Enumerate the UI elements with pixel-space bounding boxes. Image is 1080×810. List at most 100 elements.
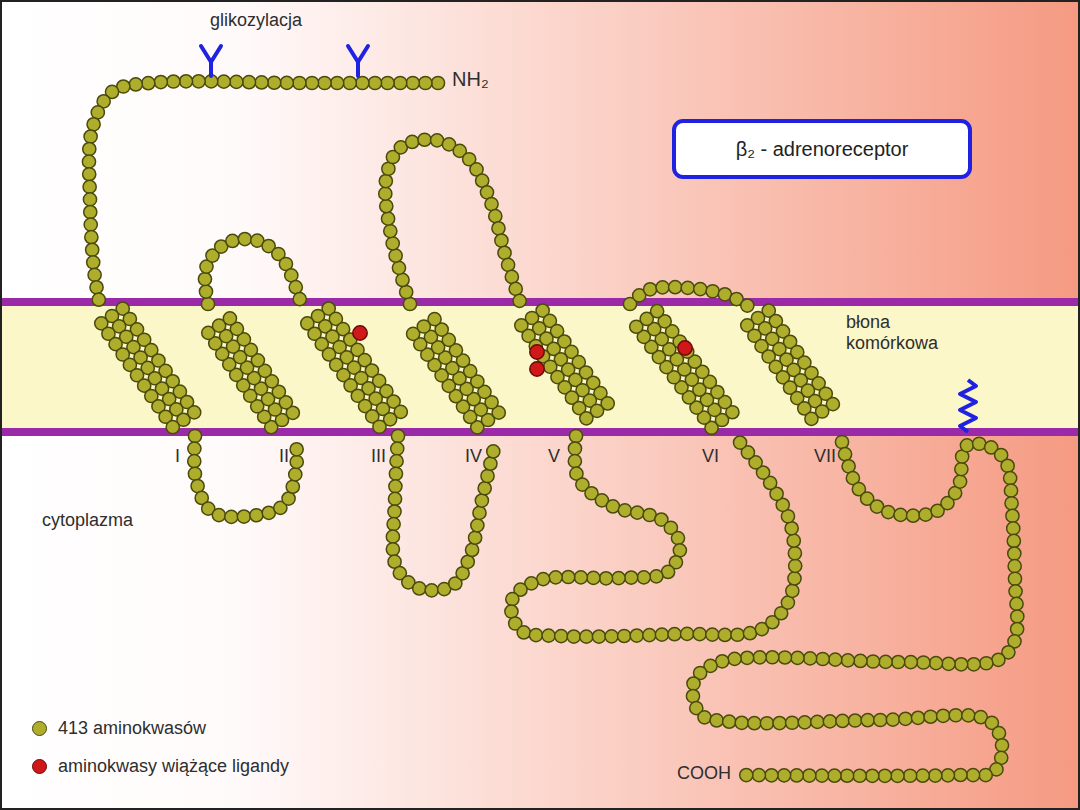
amino-acid-bead [718,628,731,641]
amino-acid-bead [90,281,103,294]
amino-acid-bead [916,769,929,782]
region-label: cytoplazma [42,510,133,531]
amino-acid-bead [829,653,842,666]
amino-acid-bead [505,605,518,618]
amino-acid-bead [142,77,155,90]
amino-acid-bead [495,234,508,247]
amino-acid-bead [387,517,400,530]
amino-acid-bead [798,716,811,729]
amino-acid-bead [413,582,426,595]
amino-acid-bead [668,628,681,641]
amino-acid-bead [83,193,96,206]
legend-swatch [32,721,47,736]
glycan-symbol [348,46,368,76]
amino-acid-bead [790,769,803,782]
amino-acid-bead [529,629,542,642]
amino-acid-bead [803,769,816,782]
amino-acid-bead [643,629,656,642]
amino-acid-bead [723,715,736,728]
amino-acid-bead [192,75,205,88]
amino-acid-bead [911,711,924,724]
amino-acid-bead [791,651,804,664]
amino-acid-bead [804,652,817,665]
amino-acid-bead [517,626,530,639]
amino-acid-bead [861,714,874,727]
amino-acid-bead [386,237,399,250]
amino-acid-bead [625,571,638,584]
amino-acid-bead [785,522,798,535]
amino-acid-bead [656,281,669,294]
amino-acid-bead [848,714,861,727]
amino-acid-bead [465,543,478,556]
amino-acid-bead [289,468,302,481]
amino-acid-bead [212,509,225,522]
amino-acid-bead [167,75,180,88]
amino-acid-bead [394,76,407,89]
helix-number: II [279,446,289,467]
amino-acid-bead [651,305,664,318]
amino-acid-bead [1007,522,1020,535]
amino-acid-bead [836,714,849,727]
amino-acid-bead [431,76,444,89]
terminus-label: NH₂ [452,68,489,91]
amino-acid-bead [513,294,526,307]
amino-acid-bead [1004,471,1017,484]
amino-acid-bead [835,435,848,448]
membrane-core [0,306,1080,430]
amino-acid-bead [428,313,441,326]
amino-acid-bead [1009,585,1022,598]
amino-acid-bead [484,457,497,470]
amino-acid-bead [706,285,719,298]
amino-acid-bead [468,531,481,544]
amino-acid-bead [786,584,799,597]
amino-acid-bead [567,630,580,643]
amino-acid-bead [242,76,255,89]
amino-acid-bead [1004,484,1017,497]
amino-acid-bead [644,283,657,296]
amino-acid-bead [942,657,955,670]
ligand-binding-bead [678,341,692,355]
amino-acid-bead [879,655,892,668]
amino-acid-bead [1011,610,1024,623]
amino-acid-bead [853,769,866,782]
amino-acid-bead [631,506,644,519]
amino-acid-bead [384,224,397,237]
amino-acid-bead [953,475,966,488]
amino-acid-bead [681,627,694,640]
amino-acid-bead [733,436,746,449]
legend-text: 413 aminokwasów [58,718,206,739]
glycosylation-symbols [201,46,368,76]
amino-acid-bead [238,232,251,245]
amino-acid-bead [293,76,306,89]
amino-acid-bead [904,655,917,668]
amino-acid-bead [419,76,432,89]
amino-acid-bead [937,709,950,722]
amino-acid-bead [854,654,867,667]
amino-acid-bead [293,293,306,306]
amino-acid-bead [992,727,1005,740]
amino-acid-bead [255,76,268,89]
amino-acid-bead [425,584,438,597]
amino-acid-bead [753,651,766,664]
amino-acid-bead [980,657,993,670]
amino-acid-bead [929,657,942,670]
amino-acid-bead [92,293,105,306]
amino-acid-bead [687,677,700,690]
amino-acid-bead [487,445,500,458]
amino-acid-bead [580,412,593,425]
ligand-binding-bead [530,345,544,359]
amino-acid-bead [225,510,238,523]
amino-acid-bead [929,769,942,782]
amino-acid-bead [400,285,413,298]
amino-acid-bead [268,76,281,89]
amino-acid-bead [380,200,393,213]
legend-text: aminokwasy wiążące ligandy [58,756,289,777]
amino-acid-bead [788,547,801,560]
amino-acid-bead [83,142,96,155]
amino-acid-bead [960,439,973,452]
amino-acid-bead [1008,572,1021,585]
glycan-symbol [201,46,221,76]
amino-acid-bead [403,297,416,310]
amino-acid-bead [740,768,753,781]
amino-acid-bead [555,629,568,642]
